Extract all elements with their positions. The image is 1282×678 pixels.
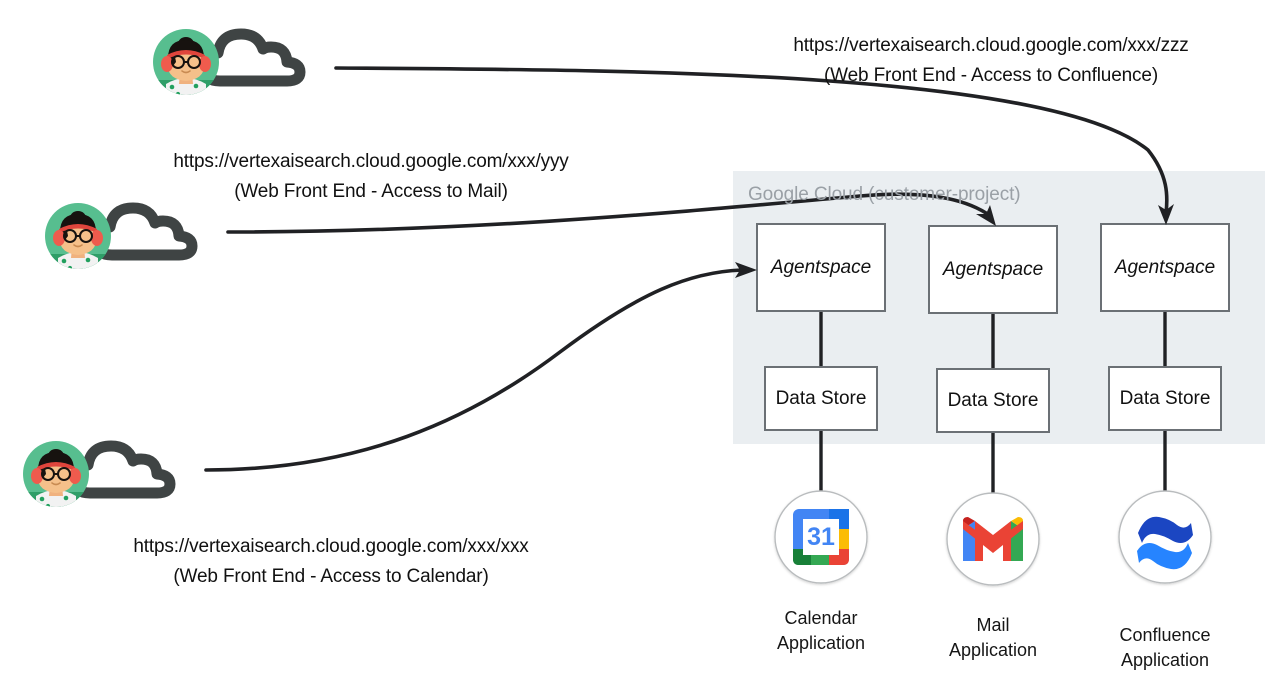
arrowhead-confluence <box>1158 204 1174 225</box>
url-label-mail: https://vertexaisearch.cloud.google.com/… <box>76 147 666 207</box>
agentspace-box-confluence[interactable] <box>1100 223 1230 312</box>
flow-arrow-calendar <box>204 268 744 472</box>
url-text-confluence: https://vertexaisearch.cloud.google.com/… <box>793 35 1189 56</box>
app-caption-mail: Mail Application <box>893 613 1093 663</box>
app-caption-mail-line1: Mail <box>976 615 1010 635</box>
client-icon-confluence[interactable] <box>140 22 340 117</box>
flow-arrow-confluence <box>334 66 1169 215</box>
client-icon-calendar[interactable] <box>10 434 210 529</box>
app-caption-calendar: Calendar Application <box>721 606 921 656</box>
url-label-confluence: https://vertexaisearch.cloud.google.com/… <box>696 31 1282 91</box>
app-caption-calendar-line1: Calendar <box>784 608 858 628</box>
url-desc-mail: (Web Front End - Access to Mail) <box>234 181 508 202</box>
container-title: Google Cloud (customer-project) <box>748 184 1021 205</box>
datastore-box-mail[interactable] <box>936 368 1050 433</box>
agentspace-box-mail[interactable] <box>928 225 1058 314</box>
app-caption-confluence-line1: Confluence <box>1119 625 1211 645</box>
datastore-box-calendar[interactable] <box>764 366 878 431</box>
app-caption-confluence-line2: Application <box>1120 650 1210 670</box>
app-circle-confluence[interactable] <box>1118 490 1212 584</box>
agentspace-box-calendar[interactable] <box>756 223 886 312</box>
url-desc-confluence: (Web Front End - Access to Confluence) <box>824 65 1158 86</box>
url-desc-calendar: (Web Front End - Access to Calendar) <box>173 566 489 587</box>
url-label-calendar: https://vertexaisearch.cloud.google.com/… <box>36 532 626 592</box>
svg-text:31: 31 <box>807 523 835 551</box>
app-caption-calendar-line2: Application <box>776 633 866 653</box>
confluence-icon <box>1137 516 1193 570</box>
flow-arrow-mail <box>226 192 988 234</box>
gmail-icon <box>963 517 1023 561</box>
url-text-calendar: https://vertexaisearch.cloud.google.com/… <box>133 536 529 557</box>
google-calendar-icon: 31 <box>793 509 849 565</box>
url-text-mail: https://vertexaisearch.cloud.google.com/… <box>173 151 569 172</box>
app-caption-mail-line2: Application <box>948 640 1038 660</box>
app-caption-confluence: Confluence Application <box>1065 623 1265 673</box>
arrowhead-mail <box>976 205 996 226</box>
arrowhead-calendar <box>735 262 757 278</box>
datastore-box-confluence[interactable] <box>1108 366 1222 431</box>
client-icon-mail[interactable] <box>32 196 232 291</box>
